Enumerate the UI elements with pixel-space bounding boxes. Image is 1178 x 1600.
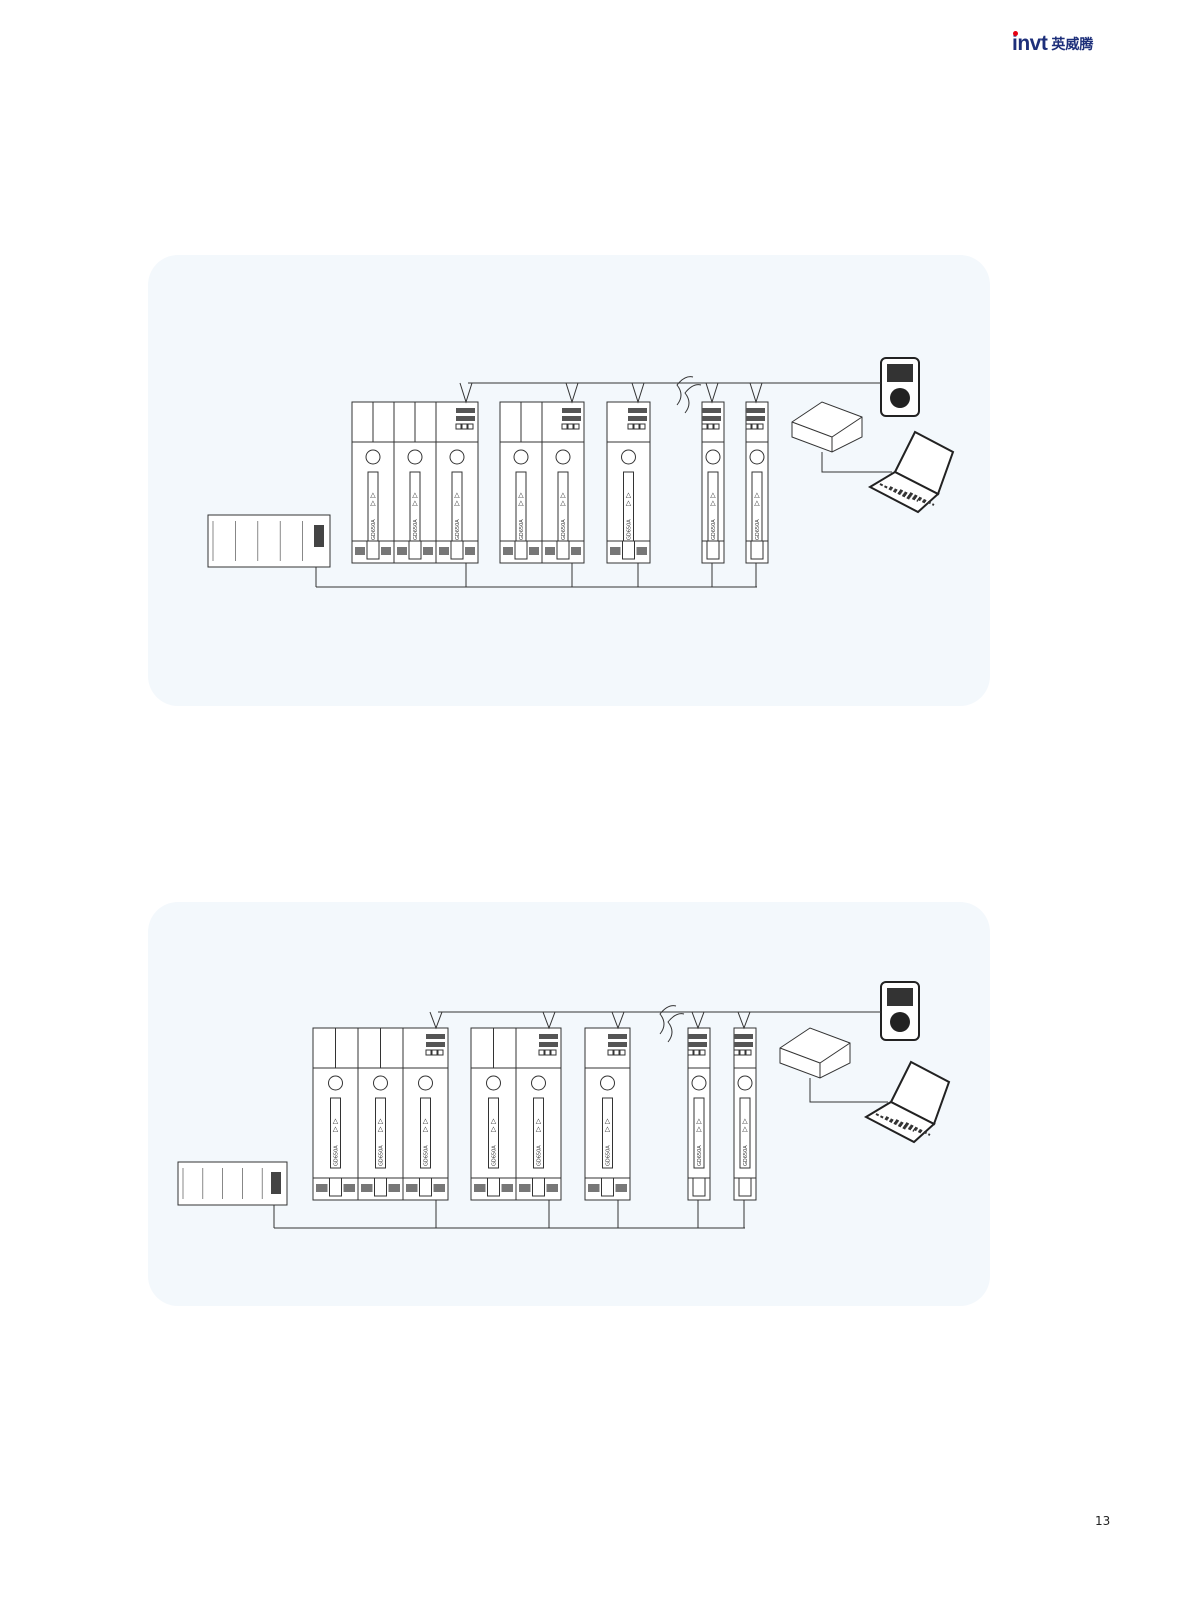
servo-drive: △△ GD650A xyxy=(351,401,395,564)
drive-model-label: GD650A xyxy=(379,1145,385,1166)
cable-break-mark xyxy=(676,376,702,414)
svg-text:△: △ xyxy=(560,491,566,499)
drive-model-label: GD650A xyxy=(413,519,419,540)
laptop-icon xyxy=(867,430,955,514)
logo-en: invt xyxy=(1012,31,1048,55)
servo-drive: △△ GD650A xyxy=(312,1027,359,1201)
svg-text:△: △ xyxy=(696,1117,702,1125)
svg-text:△: △ xyxy=(536,1117,542,1125)
servo-drive: △△ GD650A xyxy=(435,401,479,564)
drive-model-label: GD650A xyxy=(537,1145,543,1166)
svg-text:△: △ xyxy=(454,491,460,499)
drive-model-label: GD650A xyxy=(492,1145,498,1166)
svg-text:△: △ xyxy=(560,499,566,507)
drive-model-label: GD650A xyxy=(455,519,461,540)
servo-drive: △△ GD650A xyxy=(541,401,585,564)
plc-icon xyxy=(177,1161,288,1206)
svg-text:△: △ xyxy=(626,491,632,499)
servo-drive: △△ GD650A xyxy=(745,401,769,564)
section-title-profibus: PLC+选配PROFIBUS-DP现场总线组网 xyxy=(152,184,578,224)
svg-text:△: △ xyxy=(754,499,760,507)
servo-drive: △△ GD650A xyxy=(357,1027,404,1201)
svg-text:△: △ xyxy=(518,499,524,507)
servo-drive: △△ GD650A xyxy=(499,401,543,564)
servo-drive: △△ GD650A xyxy=(733,1027,757,1201)
svg-text:△: △ xyxy=(370,491,376,499)
gateway-icon xyxy=(779,1027,851,1079)
plc-icon xyxy=(207,514,331,568)
drive-model-label: GD650A xyxy=(606,1145,612,1166)
svg-text:△: △ xyxy=(605,1117,611,1125)
servo-drive: △△ GD650A xyxy=(470,1027,517,1201)
drive-model-label: GD650A xyxy=(755,519,761,540)
section-title-text: PLC+选配PROFINET/EtherCAT工业以太网组网 xyxy=(200,845,567,866)
drive-model-label: GD650A xyxy=(743,1145,749,1166)
svg-text:△: △ xyxy=(754,491,760,499)
svg-text:△: △ xyxy=(378,1117,384,1125)
svg-text:△: △ xyxy=(423,1125,429,1133)
svg-text:△: △ xyxy=(412,491,418,499)
drive-model-label: GD650A xyxy=(627,519,633,540)
svg-text:△: △ xyxy=(626,499,632,507)
servo-drive: △△ GD650A xyxy=(701,401,725,564)
svg-text:△: △ xyxy=(378,1125,384,1133)
svg-text:△: △ xyxy=(454,499,460,507)
servo-drive: △△ GD650A xyxy=(584,1027,631,1201)
keypad-icon xyxy=(880,981,920,1041)
svg-text:△: △ xyxy=(370,499,376,507)
drive-model-label: GD650A xyxy=(711,519,717,540)
svg-text:△: △ xyxy=(605,1125,611,1133)
svg-text:△: △ xyxy=(742,1117,748,1125)
svg-text:△: △ xyxy=(333,1125,339,1133)
svg-text:△: △ xyxy=(710,491,716,499)
page-number: 13 xyxy=(1095,1514,1111,1528)
drive-model-label: GD650A xyxy=(424,1145,430,1166)
gateway-icon xyxy=(791,401,863,453)
svg-text:△: △ xyxy=(412,499,418,507)
drive-model-label: GD650A xyxy=(519,519,525,540)
logo-cn: 英威腾 xyxy=(1051,37,1094,53)
laptop-icon xyxy=(863,1060,951,1144)
drive-model-label: GD650A xyxy=(697,1145,703,1166)
svg-text:△: △ xyxy=(536,1125,542,1133)
servo-drive: △△ GD650A xyxy=(393,401,437,564)
network-diagram-0: △△GD650A△△GD650A△△GD650A△△GD650A△△GD650A… xyxy=(207,357,955,588)
svg-text:△: △ xyxy=(742,1125,748,1133)
section-title-ethernet: PLC+选配PROFINET/EtherCAT工业以太网组网 xyxy=(152,833,662,873)
section-title-text: PLC+选配PROFIBUS-DP现场总线组网 xyxy=(200,196,497,217)
drive-model-label: GD650A xyxy=(371,519,377,540)
svg-text:△: △ xyxy=(491,1125,497,1133)
drive-model-label: GD650A xyxy=(561,519,567,540)
servo-drive: △△ GD650A xyxy=(402,1027,449,1201)
servo-drive: △△ GD650A xyxy=(515,1027,562,1201)
svg-text:△: △ xyxy=(696,1125,702,1133)
servo-drive: △△ GD650A xyxy=(687,1027,711,1201)
brand-logo: invt 英威腾 xyxy=(1012,31,1094,56)
network-diagram-1: △△GD650A△△GD650A△△GD650A△△GD650A△△GD650A… xyxy=(177,981,951,1229)
svg-text:△: △ xyxy=(333,1117,339,1125)
svg-text:△: △ xyxy=(518,491,524,499)
cable-break-mark xyxy=(659,1005,685,1043)
svg-text:△: △ xyxy=(491,1117,497,1125)
svg-text:△: △ xyxy=(423,1117,429,1125)
drive-model-label: GD650A xyxy=(334,1145,340,1166)
servo-drive: △△ GD650A xyxy=(606,401,651,564)
svg-text:△: △ xyxy=(710,499,716,507)
keypad-icon xyxy=(880,357,920,417)
diagram-panel-ethernet xyxy=(148,902,990,1306)
